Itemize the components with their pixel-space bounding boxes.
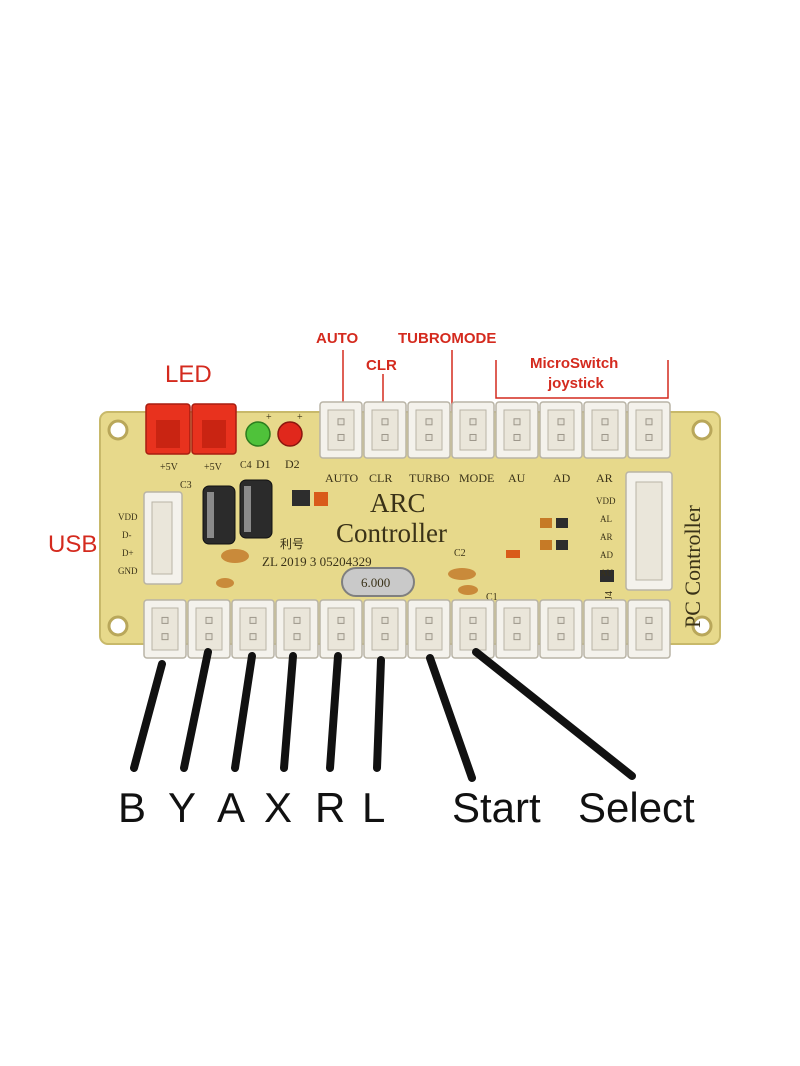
silk-j4: J4: [604, 591, 615, 600]
silk-c1: C1: [486, 592, 498, 603]
silk-au: AU: [508, 471, 526, 485]
top-connector-5: [495, 401, 539, 459]
silk-jvdd: VDD: [596, 496, 616, 506]
silk-plus-1: +: [266, 412, 272, 423]
joystick-pin-labels: VDD AL AR AD AU: [596, 496, 616, 578]
button-label-x: X: [264, 784, 292, 831]
silk-turbo: TURBO: [409, 471, 450, 485]
top-connector-row: [319, 401, 671, 459]
board-title-arc: ARC: [370, 488, 426, 518]
mounting-holes: [107, 419, 713, 637]
button-label-start: Start: [452, 784, 541, 831]
silk-c3: C3: [180, 480, 192, 491]
bottom-connector-5: [319, 599, 363, 659]
label-led: LED: [165, 361, 212, 388]
silk-5v-left: +5V: [160, 462, 179, 473]
silk-al: AL: [600, 514, 612, 524]
button-label-y: Y: [168, 784, 196, 831]
silk-patent-cn: 利号: [280, 537, 304, 551]
bottom-connector-3: [231, 599, 275, 659]
silk-c4: C4: [240, 460, 252, 471]
label-usb: USB: [48, 531, 97, 558]
bottom-connector-10: [539, 599, 583, 659]
bottom-connector-row: [143, 599, 671, 659]
top-connector-4: [451, 401, 495, 459]
silk-d2: D2: [285, 457, 300, 471]
bottom-connector-4: [275, 599, 319, 659]
silk-patent: ZL 2019 3 05204329: [262, 554, 372, 569]
silk-dminus: D-: [122, 530, 132, 540]
silk-jar: AR: [600, 532, 613, 542]
button-label-l: L: [362, 784, 385, 831]
silk-vdd: VDD: [118, 512, 138, 522]
bottom-connector-9: [495, 599, 539, 659]
silk-dplus: D+: [122, 548, 134, 558]
silk-5v-right: +5V: [204, 462, 223, 473]
silk-auto: AUTO: [325, 471, 358, 485]
button-label-r: R: [315, 784, 345, 831]
silk-jad: AD: [600, 550, 613, 560]
button-label-a: A: [217, 784, 245, 831]
capacitors: [202, 479, 328, 588]
silk-ar: AR: [596, 471, 613, 485]
label-clr: CLR: [366, 357, 397, 374]
top-connector-8: [627, 401, 671, 459]
silk-gnd: GND: [118, 566, 138, 576]
bottom-connector-11: [583, 599, 627, 659]
top-connector-6: [539, 401, 583, 459]
crystal-oscillator: 6.000: [341, 567, 415, 597]
silk-ad: AD: [553, 471, 571, 485]
bottom-connector-12: [627, 599, 671, 659]
usb-pin-labels: VDD D- D+ GND: [118, 512, 138, 576]
led-red-icon: [277, 421, 303, 447]
led-connectors: [145, 403, 237, 455]
bottom-connector-6: [363, 599, 407, 659]
crystal-label: 6.000: [361, 575, 390, 590]
label-auto: AUTO: [316, 330, 359, 347]
button-labels: B Y A X R L Start Select: [118, 784, 695, 831]
button-wires: [130, 648, 636, 782]
silk-c2: C2: [454, 548, 466, 559]
board-side-text: PC Controller: [680, 504, 705, 628]
board-title-controller: Controller: [336, 518, 447, 548]
top-connector-1: [319, 401, 363, 459]
top-silkscreen: AUTO CLR TURBO MODE AU AD AR: [325, 471, 613, 485]
button-label-b: B: [118, 784, 146, 831]
label-joystick: joystick: [547, 375, 605, 392]
top-connector-2: [363, 401, 407, 459]
top-connector-7: [583, 401, 627, 459]
silk-d1: D1: [256, 457, 271, 471]
joystick-connector: [625, 471, 673, 591]
label-microswitch: MicroSwitch: [530, 355, 618, 372]
usb-connector: [143, 491, 183, 585]
smd-parts: [448, 518, 614, 595]
silk-plus-2: +: [297, 412, 303, 423]
silk-mode: MODE: [459, 471, 494, 485]
top-connector-3: [407, 401, 451, 459]
label-turbomode: TUBROMODE: [398, 330, 496, 347]
silk-jau: AU: [600, 568, 613, 578]
bottom-connector-8: [451, 599, 495, 659]
bottom-connector-1: [143, 599, 187, 659]
silk-clr: CLR: [369, 471, 392, 485]
button-label-select: Select: [578, 784, 695, 831]
bottom-connector-7: [407, 599, 451, 659]
led-green-icon: [245, 421, 271, 447]
